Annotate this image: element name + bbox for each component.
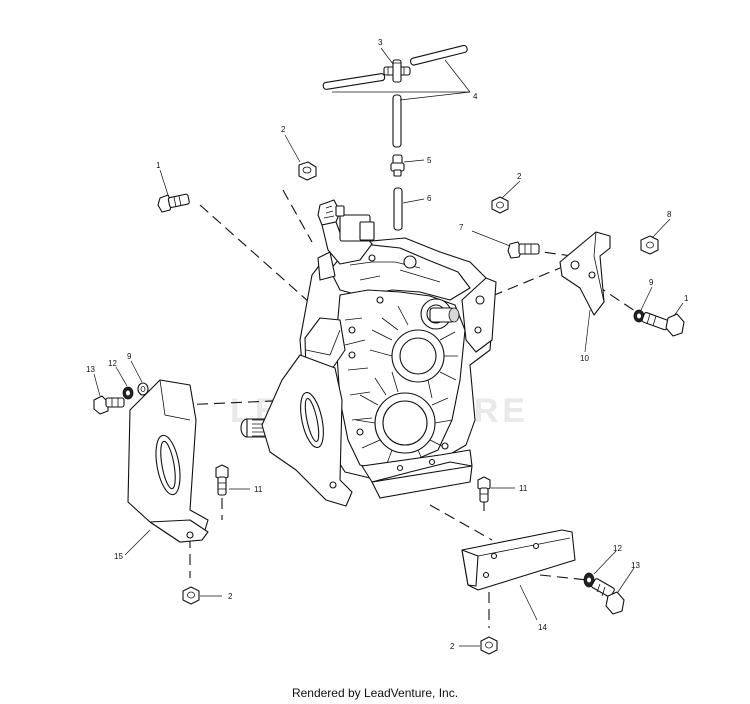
washer-12-left	[122, 386, 134, 400]
callout-4: 4	[473, 92, 478, 101]
nut-upper	[298, 161, 317, 181]
callout-2-right: 2	[517, 172, 522, 181]
callout-12-left: 12	[108, 359, 117, 368]
bolt-7	[507, 241, 540, 259]
callout-14: 14	[538, 623, 547, 632]
callout-10: 10	[580, 354, 589, 363]
nut-8	[640, 235, 659, 255]
bolt-11-right	[477, 476, 491, 503]
bolt-upper-left	[157, 193, 190, 213]
callouts: 1 1 2 2 2 2 3 4 5 6 7 8 9 9 10 11 11 12 …	[86, 38, 689, 651]
leader-lines	[93, 47, 684, 647]
callout-1-upper: 1	[156, 161, 161, 170]
nut-right-upper	[491, 196, 509, 214]
bracket-10	[559, 231, 611, 316]
callout-5: 5	[427, 156, 432, 165]
callout-2-upper: 2	[281, 125, 286, 134]
gearcase	[299, 237, 497, 499]
washer-9-left	[137, 382, 149, 396]
callout-6: 6	[427, 194, 432, 203]
bolt-13-right	[591, 578, 625, 615]
bolt-11-left	[215, 464, 229, 496]
sensor	[317, 199, 375, 281]
mount-bracket-14	[461, 529, 576, 591]
callout-1-right: 1	[684, 294, 689, 303]
callout-12-right: 12	[613, 544, 622, 553]
callout-8: 8	[667, 210, 672, 219]
mount-bracket-15	[127, 379, 209, 543]
callout-3: 3	[378, 38, 383, 47]
mount-bracket-inner	[261, 354, 353, 507]
vent-tube-assembly	[322, 44, 468, 148]
washer-12-right	[583, 572, 595, 588]
breather-tube	[393, 187, 403, 231]
callout-11-right: 11	[519, 484, 528, 493]
callout-7: 7	[459, 223, 464, 232]
callout-13-right: 13	[631, 561, 640, 570]
bolt-right	[641, 312, 685, 337]
footer-credit: Rendered by LeadVenture, Inc.	[291, 686, 459, 700]
nut-lower-left	[182, 586, 200, 605]
callout-2-lower-left: 2	[228, 592, 233, 601]
nut-bottom	[480, 636, 498, 655]
bolt-13-left	[93, 395, 125, 415]
callout-11-left: 11	[254, 485, 263, 494]
callout-2-bottom: 2	[450, 642, 455, 651]
callout-9-right: 9	[649, 278, 654, 287]
callout-13-left: 13	[86, 365, 95, 374]
callout-15: 15	[114, 552, 123, 561]
callout-9-left: 9	[127, 352, 132, 361]
breather-fitting	[390, 154, 405, 177]
